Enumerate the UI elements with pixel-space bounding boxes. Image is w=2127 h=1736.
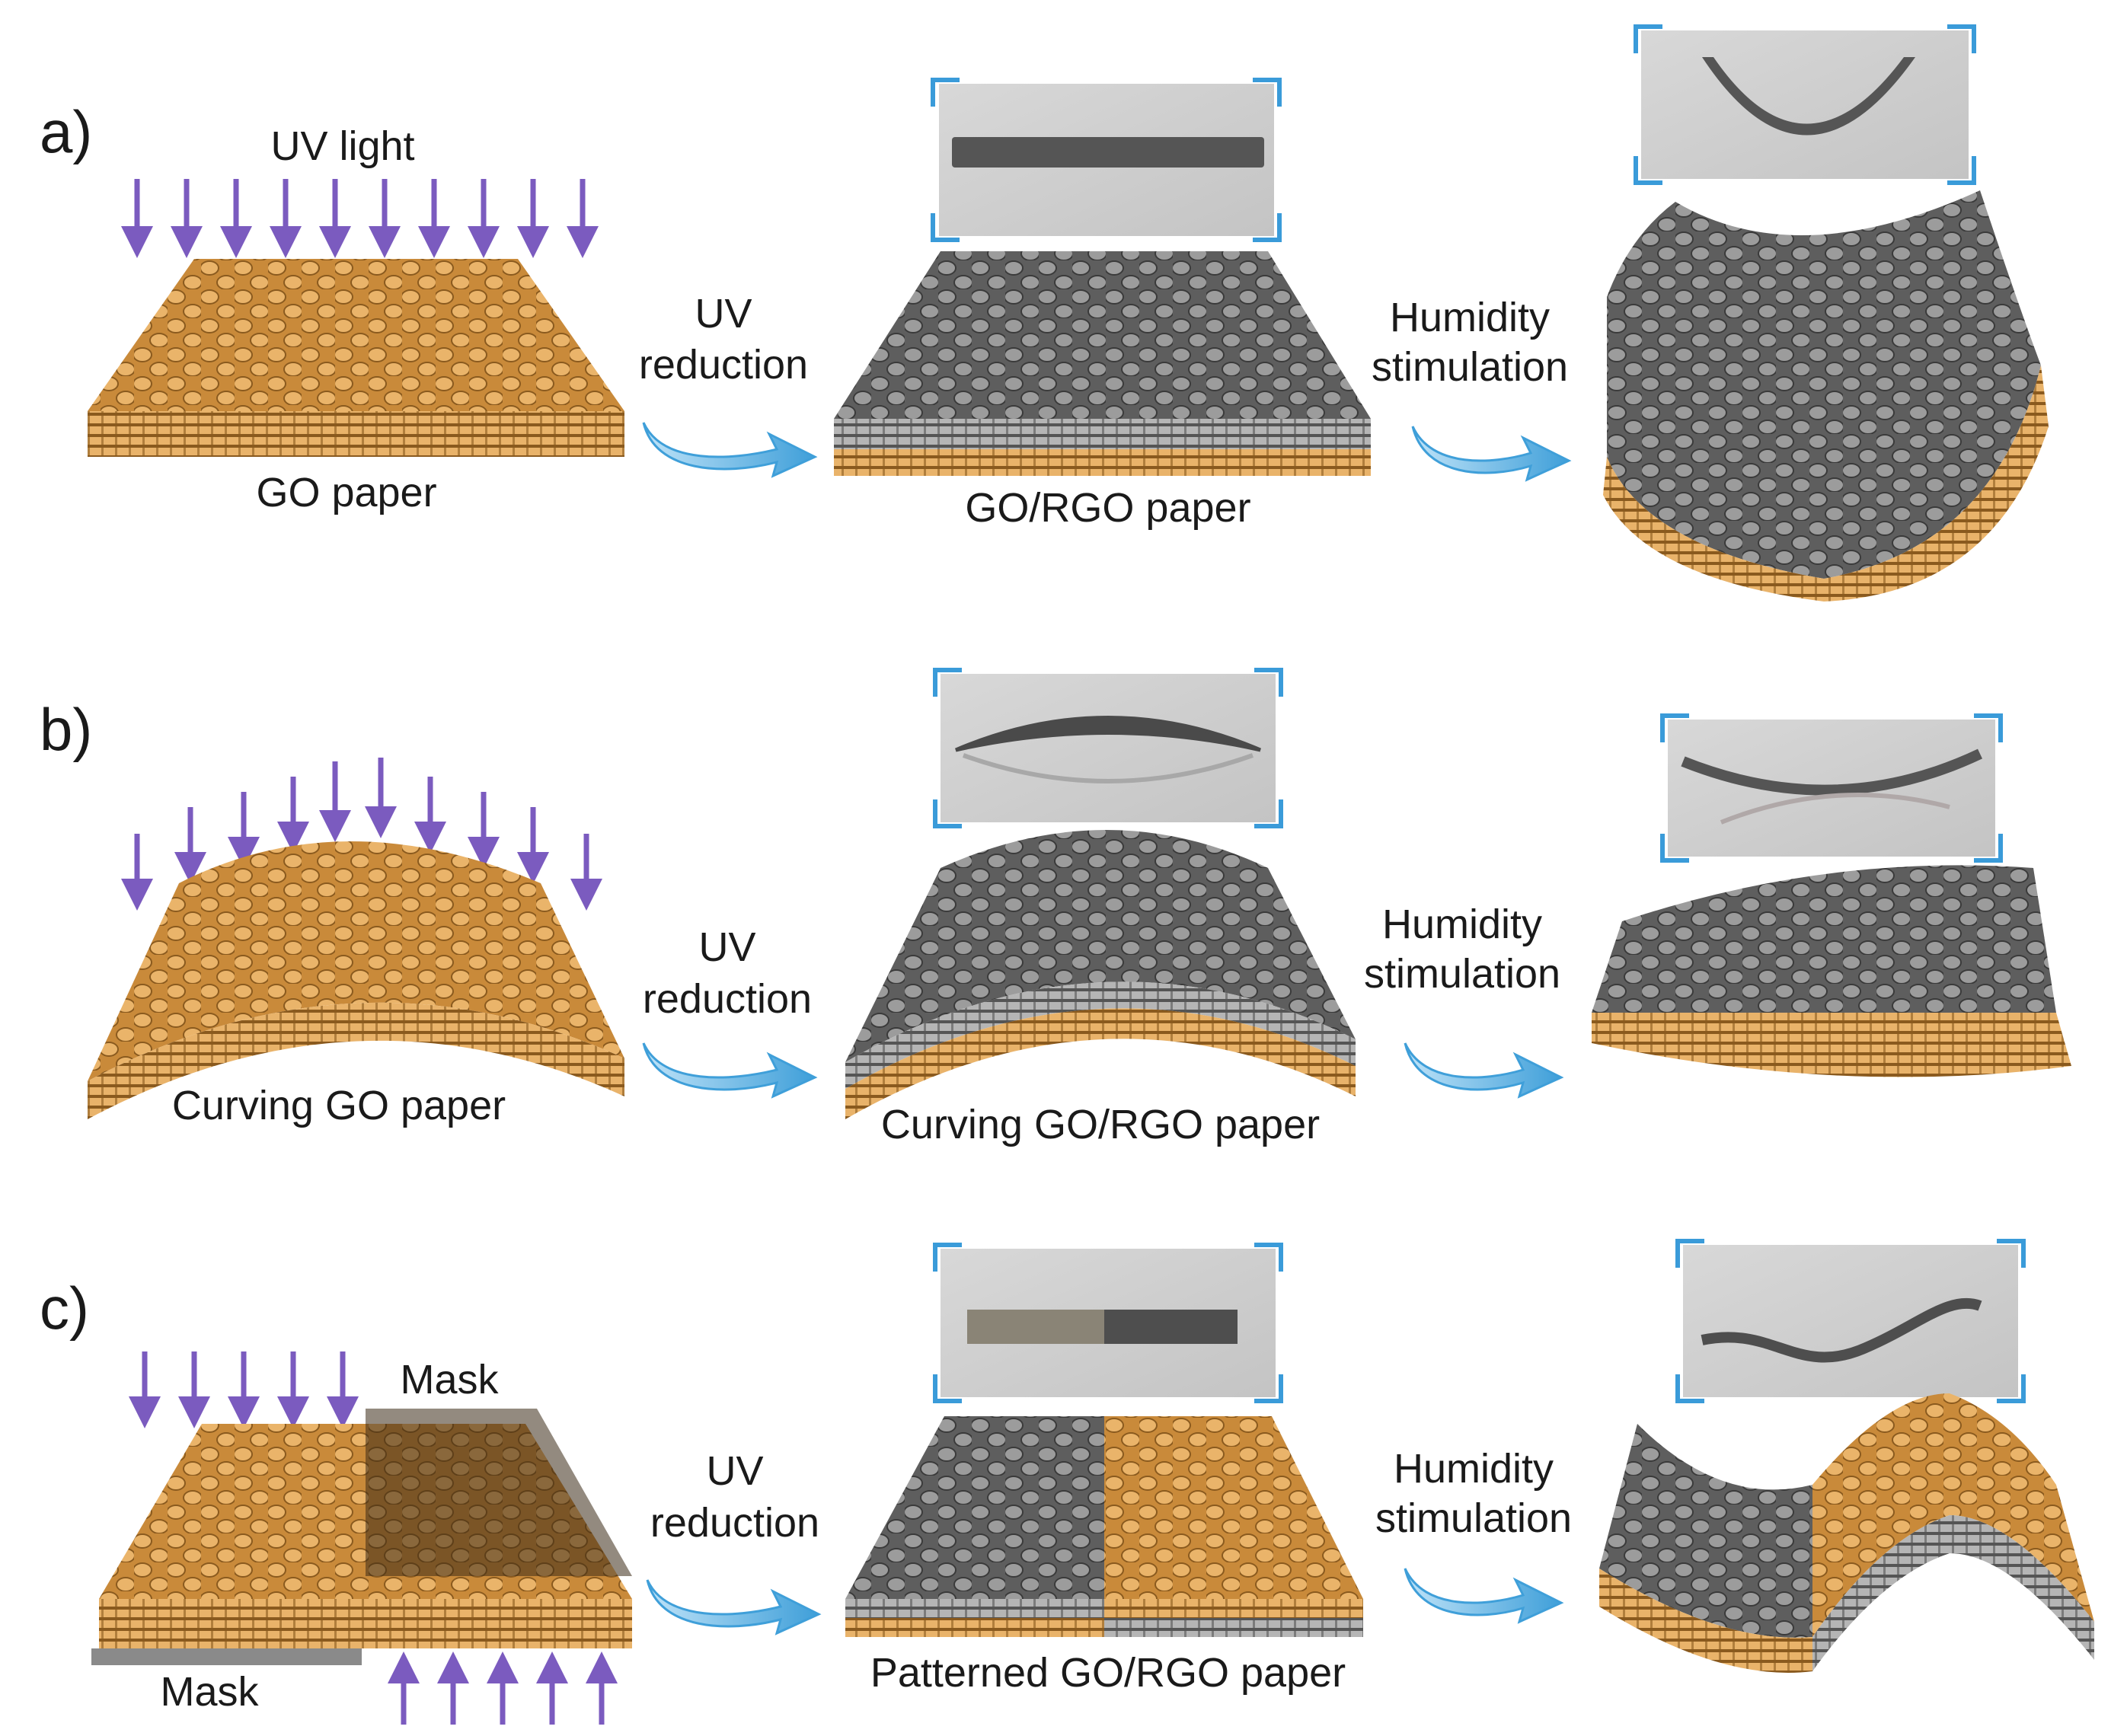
process-arrow-c2 xyxy=(1404,1568,1564,1624)
masked-go-paper xyxy=(91,1409,632,1665)
uv-arrows-c-top xyxy=(129,1351,359,1428)
row-b: b) Curving GO paper UV reduction xyxy=(40,668,2071,1147)
curving-go-paper-caption: Curving GO paper xyxy=(172,1083,506,1128)
photo-inset-a-mid xyxy=(931,78,1282,242)
row-c: c) Mask Mask UV reduction xyxy=(40,1239,2094,1725)
photo-inset-a-right xyxy=(1634,24,1976,185)
bent-paper-c xyxy=(1599,1393,2094,1673)
row-a: a) UV light GO paper UV reduction xyxy=(40,24,2049,602)
uv-arrows-c-bottom xyxy=(388,1651,618,1725)
curving-go-rgo-paper xyxy=(845,830,1356,1119)
photo-inset-c-mid xyxy=(933,1243,1283,1403)
inset-bracket xyxy=(931,78,1282,242)
process-arrow-b2 xyxy=(1404,1042,1564,1099)
panel-label-c: c) xyxy=(40,1275,89,1342)
humidity-label-a-2: stimulation xyxy=(1372,344,1568,390)
patterned-go-rgo-paper xyxy=(845,1416,1363,1637)
go-paper-caption: GO paper xyxy=(256,470,436,515)
process-arrow-c1 xyxy=(646,1579,822,1635)
mask-sheet-bottom xyxy=(91,1648,362,1665)
mask-top-label: Mask xyxy=(400,1357,499,1403)
mask-sheet-top xyxy=(366,1409,632,1576)
humidity-label-b-2: stimulation xyxy=(1364,951,1560,997)
uv-reduction-label-b-2: reduction xyxy=(643,976,812,1022)
process-arrow-b1 xyxy=(642,1042,818,1099)
humidity-label-c-2: stimulation xyxy=(1375,1495,1572,1541)
humidity-label-a-1: Humidity xyxy=(1390,295,1550,340)
process-arrow-a1 xyxy=(642,422,818,478)
uv-reduction-label-a-2: reduction xyxy=(639,342,808,388)
go-rgo-paper-flat xyxy=(834,251,1371,476)
uv-reduction-label-c-1: UV xyxy=(706,1448,763,1494)
bent-paper-b xyxy=(1592,865,2071,1077)
uv-light-label: UV light xyxy=(270,123,414,169)
uv-arrows-b xyxy=(121,758,602,911)
photo-inset-c-right xyxy=(1675,1239,2026,1403)
panel-label-a: a) xyxy=(40,98,92,165)
go-rgo-paper-caption: GO/RGO paper xyxy=(965,485,1250,531)
uv-arrows-a xyxy=(121,179,599,258)
process-arrow-a2 xyxy=(1411,426,1572,482)
humidity-label-b-1: Humidity xyxy=(1382,902,1542,947)
photo-inset-b-right xyxy=(1660,713,2003,863)
bent-paper-a xyxy=(1603,190,2049,602)
uv-reduction-label-b-1: UV xyxy=(698,924,755,970)
panel-label-b: b) xyxy=(40,696,92,763)
curving-go-paper xyxy=(88,841,624,1119)
mask-bottom-label: Mask xyxy=(160,1669,259,1715)
humidity-label-c-1: Humidity xyxy=(1394,1446,1554,1492)
uv-reduction-label-c-2: reduction xyxy=(650,1500,819,1546)
curving-go-rgo-paper-caption: Curving GO/RGO paper xyxy=(881,1102,1320,1147)
uv-reduction-label-a-1: UV xyxy=(695,291,752,337)
go-paper-flat xyxy=(88,259,624,457)
patterned-go-rgo-paper-caption: Patterned GO/RGO paper xyxy=(870,1650,1346,1696)
photo-inset-b-mid xyxy=(933,668,1283,828)
